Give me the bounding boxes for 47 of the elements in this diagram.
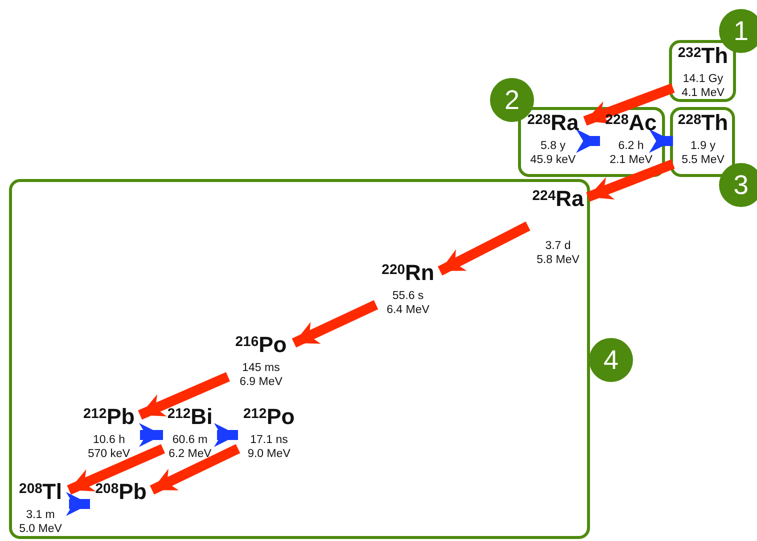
arrow — [66, 492, 90, 516]
decay-energy-text: 6.4 MeV — [386, 303, 430, 317]
arrow — [150, 444, 240, 494]
group-box — [518, 107, 665, 177]
half-life-text: 6.2 h — [617, 139, 645, 153]
decay-energy-text: 4.1 MeV — [680, 86, 726, 100]
arrow — [138, 372, 230, 420]
half-life-text: 10.6 h — [92, 433, 126, 447]
nuclide-symbol: $^{224}$Ra — [531, 187, 585, 211]
half-life-text: 17.1 ns — [249, 433, 289, 447]
nuclide-symbol: $^{228}$Th — [676, 111, 730, 135]
decay-energy-text: 6.9 MeV — [238, 375, 284, 389]
arrow — [292, 300, 378, 348]
callout-number: 3 — [719, 163, 757, 207]
half-life-text: 1.9 y — [690, 139, 716, 153]
callout-number: 4 — [589, 338, 633, 382]
group-box — [9, 179, 590, 539]
arrow — [583, 83, 675, 126]
group-box — [669, 40, 736, 102]
decay-energy-text: 570 keV — [86, 447, 132, 461]
arrow — [438, 222, 530, 276]
nuclide-symbol: $^{212}$Po — [242, 405, 296, 429]
nuclide-symbol: $^{212}$Bi — [166, 405, 214, 429]
decay-energy-text: 45.9 keV — [529, 153, 577, 167]
arrow — [586, 159, 675, 202]
nuclide-symbol: $^{220}$Rn — [380, 261, 436, 285]
arrow — [214, 423, 238, 447]
half-life-text: 5.8 y — [540, 139, 566, 153]
nuclide-symbol: $^{212}$Pb — [82, 405, 136, 429]
nuclide-symbol: $^{216}$Po — [234, 333, 288, 357]
half-life-text: 145 ms — [241, 361, 281, 375]
half-life-text: 55.6 s — [391, 289, 425, 303]
decay-energy-text: 2.1 MeV — [608, 153, 654, 167]
arrow — [66, 444, 166, 495]
half-life-text: 3.1 m — [25, 508, 56, 522]
decay-energy-text: 5.8 MeV — [536, 253, 580, 267]
decay-energy-text: 6.2 MeV — [168, 447, 212, 461]
decay-energy-text: 5.0 MeV — [18, 522, 63, 536]
nuclide-symbol: $^{208}$Pb — [94, 480, 148, 504]
arrow — [576, 129, 600, 153]
arrow — [649, 129, 673, 153]
nuclide-symbol: $^{208}$Tl — [18, 480, 63, 504]
half-life-text: 3.7 d — [544, 239, 572, 253]
arrow — [139, 423, 163, 447]
half-life-text: 60.6 m — [171, 433, 209, 447]
decay-energy-text: 9.0 MeV — [246, 447, 292, 461]
half-life-text: 14.1 Gy — [682, 72, 724, 86]
